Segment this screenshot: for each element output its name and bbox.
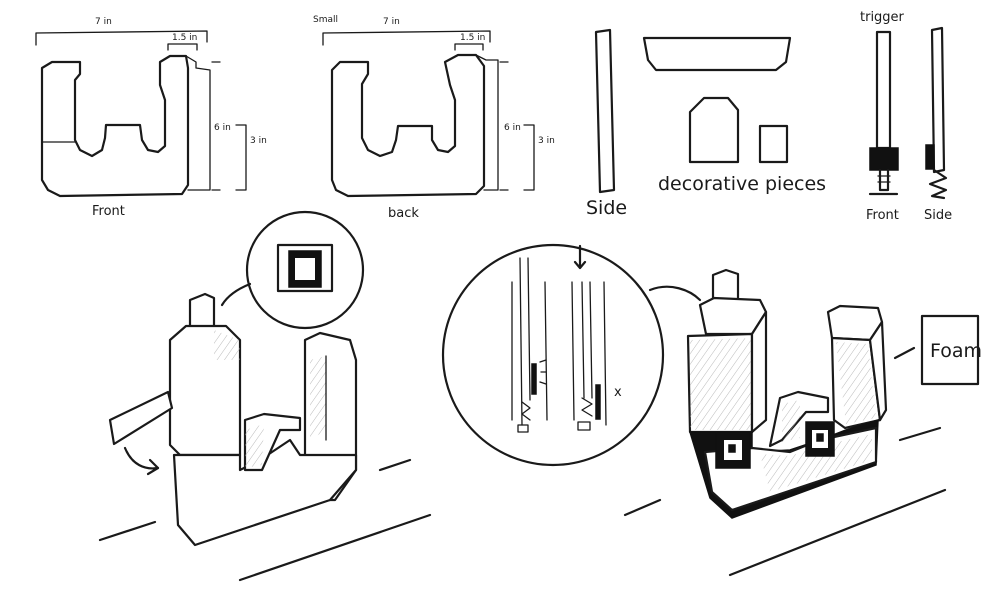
right-ground-line-2 — [898, 426, 942, 442]
mechanism-right-latch — [595, 384, 601, 420]
back-caption: back — [388, 206, 419, 221]
mechanism-down-arrow — [573, 244, 587, 270]
trigger-front-spring — [877, 175, 891, 183]
mechanism-right-foot — [577, 421, 591, 431]
left-middle-bump-shading — [245, 424, 264, 468]
foam-label-box — [920, 314, 980, 386]
front-caption: Front — [92, 204, 125, 219]
back-ear-dimension-line — [454, 43, 484, 51]
left-ground-line-3 — [238, 513, 432, 582]
mechanism-callout-circle — [441, 243, 665, 467]
trigger-drawing: trigger Front Side — [860, 10, 952, 223]
left-tower-shading — [214, 330, 240, 360]
callout-piece-window — [295, 258, 315, 280]
left-top-peg — [188, 292, 216, 332]
left-assembly-sketch — [98, 210, 432, 582]
back-panel-drawing: Small 7 in 1.5 in 6 in 3 in back — [313, 15, 555, 221]
right-marker-left-core — [728, 444, 736, 453]
mechanism-left-rail-2 — [527, 257, 531, 401]
foam-pointer-line — [893, 346, 916, 360]
back-mid-dimension-label: 3 in — [538, 136, 555, 146]
trigger-front-stem — [878, 168, 890, 192]
back-width-dimension-line — [322, 30, 491, 46]
front-ear-dimension-line — [167, 43, 198, 51]
left-base — [172, 438, 358, 547]
front-width-dimension-label: 7 in — [95, 17, 112, 27]
left-ground-line-1 — [378, 458, 412, 472]
front-u-outline — [40, 54, 190, 198]
mechanism-release-mark: x — [614, 385, 622, 400]
trigger-front-collar — [869, 147, 899, 171]
trigger-side-spring — [928, 168, 948, 200]
trigger-side-caption: Side — [924, 208, 952, 223]
back-u-outline — [330, 53, 486, 198]
side-piece-drawing: Side — [586, 28, 627, 219]
side-caption: Side — [586, 197, 627, 219]
front-ear-edge — [185, 55, 211, 191]
decorative-house-piece — [688, 96, 740, 164]
trigger-side-rod — [930, 26, 946, 174]
left-curved-arrowhead — [146, 458, 160, 476]
right-middle-bump-shading — [782, 400, 800, 442]
mechanism-right-rail-1 — [571, 281, 575, 421]
mechanism-callout-leader — [648, 285, 702, 302]
front-height-dimension-label: 6 in — [214, 123, 231, 133]
left-callout-circle — [245, 210, 365, 330]
right-marker-right-core — [816, 433, 824, 442]
right-tower-side — [750, 310, 768, 434]
trigger-front-rod — [875, 30, 892, 150]
back-small-note: Small — [313, 15, 338, 25]
decorative-top-bar — [642, 36, 792, 72]
back-height-dimension-label: 6 in — [504, 123, 521, 133]
front-ear-dimension-label: 1.5 in — [172, 33, 197, 43]
mechanism-right-rail-3 — [589, 281, 593, 399]
left-callout-leader — [220, 282, 252, 307]
trigger-front-caption: Front — [866, 208, 899, 223]
mechanism-left-rail-3 — [544, 281, 548, 421]
back-width-dimension-label: 7 in — [383, 17, 400, 27]
right-arm-side — [868, 320, 888, 422]
decorative-pieces-drawing: decorative pieces — [642, 36, 826, 195]
right-ground-line-3 — [728, 488, 947, 577]
right-ground-line-1 — [623, 498, 662, 517]
foam-label: Foam — [930, 340, 982, 362]
left-side-strap — [108, 390, 174, 446]
mechanism-left-foot — [517, 424, 529, 433]
mechanism-left-flash — [539, 359, 547, 385]
back-ear-edge — [475, 54, 499, 191]
front-mid-dimension-label: 3 in — [250, 136, 267, 146]
back-ear-dimension-label: 1.5 in — [460, 33, 485, 43]
mechanism-left-spring — [521, 401, 531, 421]
left-curved-arrow — [123, 446, 160, 470]
left-right-arm-shading — [310, 356, 326, 440]
front-mid-dimension-line — [235, 124, 247, 191]
right-base-shading — [760, 434, 872, 492]
side-piece-outline — [594, 28, 616, 194]
back-mid-dimension-line — [523, 124, 535, 191]
left-ground-line-2 — [98, 520, 157, 542]
decorative-caption: decorative pieces — [658, 173, 826, 195]
mechanism-callout: x — [441, 243, 702, 467]
right-arm-shading — [836, 342, 876, 424]
decorative-small-block — [758, 124, 789, 164]
mechanism-right-spring — [581, 397, 593, 417]
right-tower-shading — [690, 338, 752, 430]
right-marker-right — [805, 421, 835, 457]
mechanism-left-rail-1 — [519, 257, 523, 426]
right-assembly-sketch: Foam — [623, 268, 982, 577]
front-width-dimension-line — [35, 30, 208, 46]
trigger-title: trigger — [860, 10, 905, 25]
mechanism-right-rail-2 — [581, 281, 585, 399]
trigger-side-collar — [925, 144, 935, 170]
front-height-dimension-line — [211, 61, 221, 191]
back-height-dimension-line — [499, 61, 509, 191]
mechanism-left-latch — [531, 363, 537, 395]
mechanism-right-rail-4 — [603, 281, 607, 426]
front-panel-drawing: 7 in 1.5 in 6 in 3 in Front — [35, 17, 267, 219]
